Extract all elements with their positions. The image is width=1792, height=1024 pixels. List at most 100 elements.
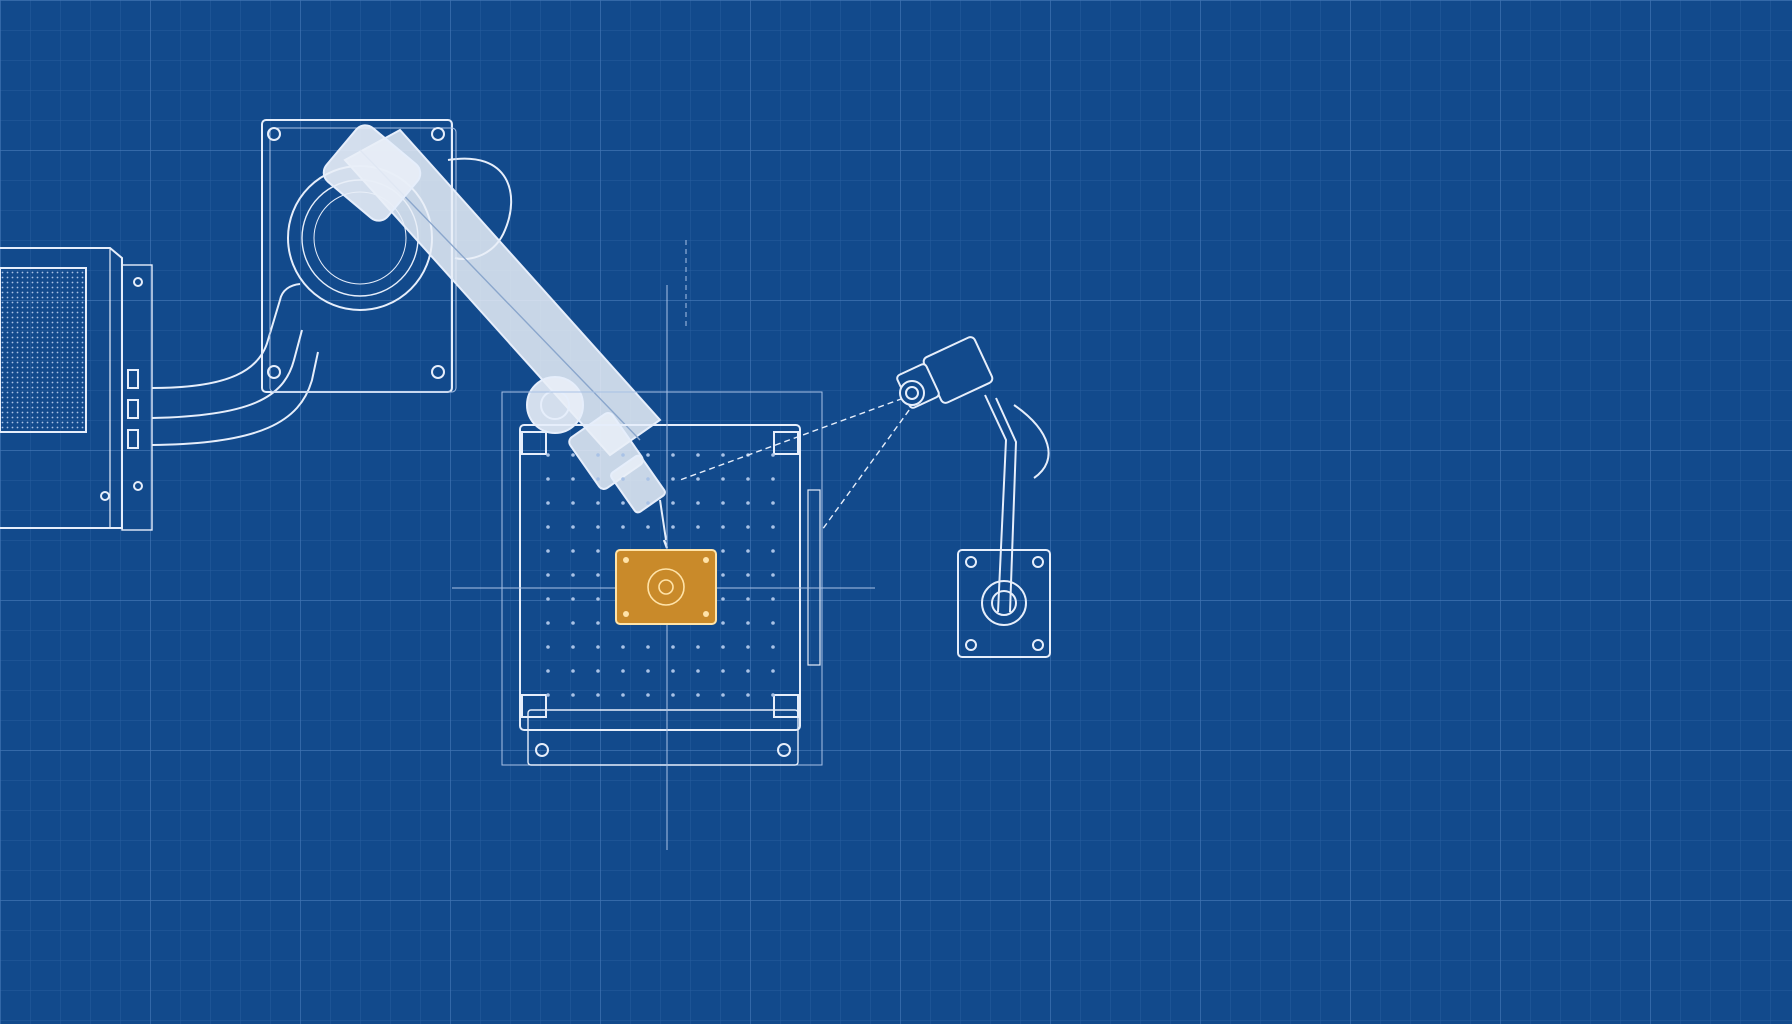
table-hole — [546, 501, 550, 505]
table-hole — [746, 693, 750, 697]
table-hole — [546, 621, 550, 625]
camera-sight-lines — [679, 394, 916, 531]
table-hole — [721, 573, 725, 577]
table-hole — [646, 453, 650, 457]
table-hole — [571, 525, 575, 529]
table-hole — [721, 477, 725, 481]
table-hole — [771, 597, 775, 601]
table-hole — [771, 525, 775, 529]
table-hole — [546, 645, 550, 649]
control-cabinet-icon — [0, 247, 153, 531]
table-hole — [596, 621, 600, 625]
table-hole — [771, 669, 775, 673]
table-hole — [746, 501, 750, 505]
table-hole — [771, 693, 775, 697]
table-hole — [696, 693, 700, 697]
table-hole — [721, 669, 725, 673]
table-hole — [696, 645, 700, 649]
camera-mount-icon — [957, 394, 1051, 658]
table-hole — [771, 501, 775, 505]
table-hole — [696, 453, 700, 457]
table-hole — [596, 573, 600, 577]
table-hole — [771, 477, 775, 481]
table-hole — [721, 501, 725, 505]
table-hole — [596, 453, 600, 457]
table-hole — [571, 573, 575, 577]
table-hole — [621, 645, 625, 649]
robot-arm-icon — [322, 124, 669, 549]
table-hole — [721, 525, 725, 529]
table-hole — [671, 525, 675, 529]
table-hole — [746, 669, 750, 673]
table-hole — [746, 549, 750, 553]
table-hole — [546, 453, 550, 457]
table-hole — [571, 669, 575, 673]
table-hole — [746, 597, 750, 601]
table-hole — [621, 693, 625, 697]
table-hole — [721, 645, 725, 649]
table-hole — [646, 501, 650, 505]
table-hole — [671, 693, 675, 697]
table-hole — [546, 693, 550, 697]
table-hole — [546, 549, 550, 553]
table-hole — [546, 669, 550, 673]
table-hole — [596, 693, 600, 697]
table-hole — [646, 525, 650, 529]
table-hole — [746, 645, 750, 649]
table-hole — [621, 477, 625, 481]
table-hole — [671, 453, 675, 457]
table-hole — [596, 549, 600, 553]
table-hole — [696, 477, 700, 481]
table-hole — [571, 453, 575, 457]
table-hole — [771, 621, 775, 625]
table-hole — [671, 669, 675, 673]
table-hole — [646, 669, 650, 673]
table-hole — [546, 477, 550, 481]
table-hole — [571, 501, 575, 505]
table-hole — [771, 645, 775, 649]
table-hole — [571, 477, 575, 481]
table-hole — [771, 549, 775, 553]
table-hole — [571, 645, 575, 649]
table-hole — [696, 525, 700, 529]
table-hole — [671, 645, 675, 649]
table-hole — [771, 453, 775, 457]
table-hole — [621, 501, 625, 505]
table-hole — [596, 477, 600, 481]
table-hole — [546, 573, 550, 577]
table-hole — [696, 501, 700, 505]
table-hole — [671, 501, 675, 505]
table-hole — [746, 621, 750, 625]
table-hole — [696, 669, 700, 673]
table-hole — [621, 669, 625, 673]
table-hole — [546, 597, 550, 601]
table-hole — [596, 501, 600, 505]
table-hole — [646, 477, 650, 481]
workpiece-icon — [615, 549, 717, 625]
table-hole — [596, 597, 600, 601]
table-hole — [721, 549, 725, 553]
table-hole — [571, 621, 575, 625]
table-hole — [621, 525, 625, 529]
table-hole — [646, 693, 650, 697]
table-hole — [671, 477, 675, 481]
table-hole — [646, 645, 650, 649]
table-hole — [746, 573, 750, 577]
table-hole — [721, 621, 725, 625]
table-hole — [571, 597, 575, 601]
table-hole — [746, 477, 750, 481]
table-hole — [596, 645, 600, 649]
table-hole — [546, 525, 550, 529]
table-hole — [621, 453, 625, 457]
table-hole — [721, 597, 725, 601]
table-hole — [596, 525, 600, 529]
table-hole — [571, 549, 575, 553]
table-hole — [721, 693, 725, 697]
table-hole — [746, 525, 750, 529]
table-hole — [771, 573, 775, 577]
table-hole — [571, 693, 575, 697]
table-hole — [721, 453, 725, 457]
